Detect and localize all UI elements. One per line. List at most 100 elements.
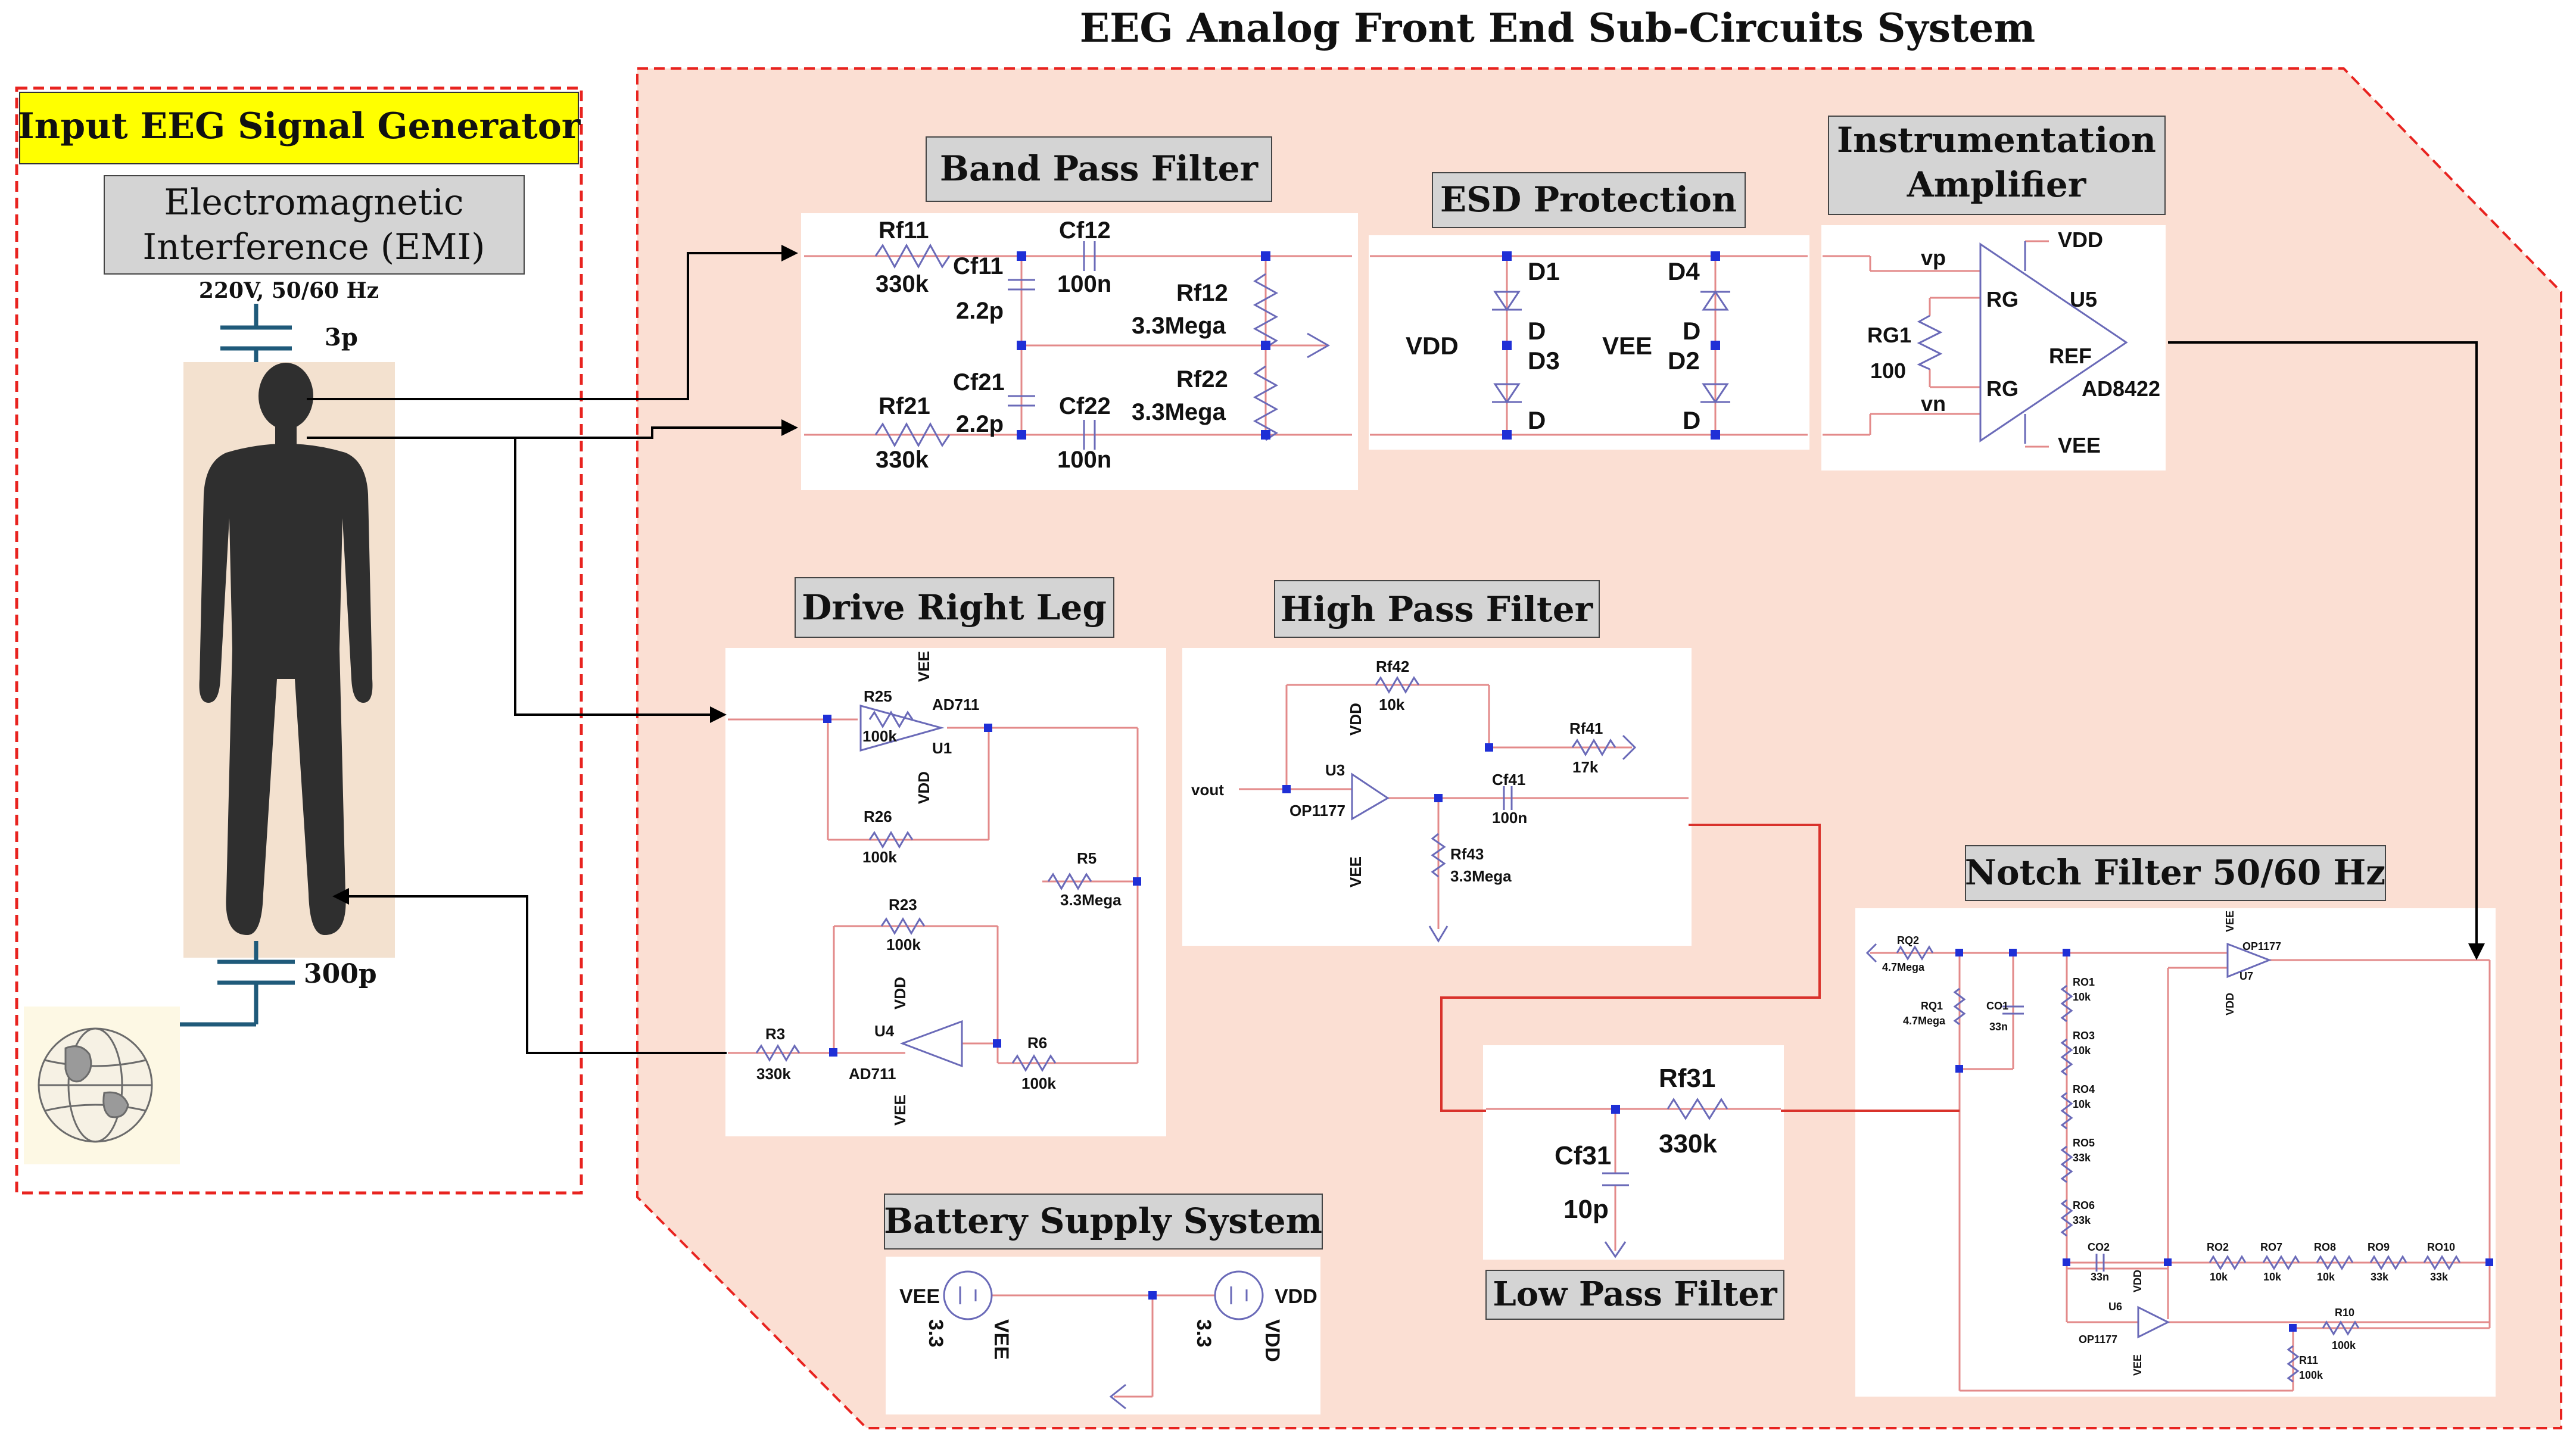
notch-label: 33k xyxy=(2430,1271,2449,1283)
drl-resistors xyxy=(755,711,1092,1072)
notch-label: RO5 xyxy=(2073,1137,2095,1149)
esd-label: D xyxy=(1683,317,1700,345)
inamp-label: VDD xyxy=(2058,228,2103,252)
hpf-title-box xyxy=(1274,580,1600,638)
bp-label: Rf12 xyxy=(1176,280,1228,306)
lpf-components xyxy=(1602,1098,1728,1258)
notch-circuit xyxy=(1855,908,2496,1397)
esd-title-box xyxy=(1432,172,1746,228)
drl-label: 100k xyxy=(862,848,897,866)
inamp-labels: vp vn RG1 100 RG RG REF U5 AD8422 VDD VE… xyxy=(1867,228,2160,457)
notch-label: U6 xyxy=(2108,1301,2122,1313)
lpf-label: Rf31 xyxy=(1659,1064,1715,1093)
notch-label: R11 xyxy=(2299,1354,2318,1366)
notch-nodes xyxy=(1955,949,2493,1332)
esd-circuit xyxy=(1369,235,1809,450)
inamp-label: RG xyxy=(1986,287,2019,311)
esd-nodes xyxy=(1502,251,1720,440)
drl-label: 3.3Mega xyxy=(1060,891,1122,909)
notch-label: RO4 xyxy=(2073,1083,2095,1095)
hpf-label: vout xyxy=(1191,781,1224,799)
emi-label-box xyxy=(104,175,525,275)
band-pass-labels: Rf11 330k Cf11 2.2p Cf12 100n Rf12 3.3Me… xyxy=(876,217,1228,473)
drl-label: 100k xyxy=(862,727,897,745)
esd-label: D xyxy=(1683,406,1700,434)
drl-label: 100k xyxy=(886,936,921,954)
notch-label: 33k xyxy=(2073,1214,2091,1226)
bp-label: 330k xyxy=(876,271,929,297)
bp-label: Rf21 xyxy=(879,393,930,419)
esd-label: D xyxy=(1528,406,1546,434)
notch-components xyxy=(1865,943,2461,1383)
notch-label: 33n xyxy=(1989,1021,2008,1033)
hpf-label: Rf41 xyxy=(1569,719,1603,737)
notch-title: Notch Filter 50/60 Hz xyxy=(1965,852,2385,893)
bp-label: 100n xyxy=(1057,447,1111,473)
band-pass-nodes xyxy=(1017,251,1270,440)
hpf-opamp-u3 xyxy=(1351,772,1390,821)
notch-label: CO1 xyxy=(1986,1000,2008,1012)
bp-label: 2.2p xyxy=(956,298,1004,324)
bp-label: 3.3Mega xyxy=(1132,399,1226,425)
drl-label: AD711 xyxy=(932,696,980,713)
inamp-label: vp xyxy=(1921,245,1946,270)
notch-label: 10k xyxy=(2263,1271,2282,1283)
battery-label: 3.3 xyxy=(1192,1319,1215,1347)
bp-label: 330k xyxy=(876,447,929,473)
drl-label: R25 xyxy=(864,687,892,705)
input-title: Input EEG Signal Generator xyxy=(18,105,581,147)
lpf-label: 330k xyxy=(1659,1129,1717,1158)
notch-label: RO7 xyxy=(2260,1241,2282,1253)
esd-label: D3 xyxy=(1528,347,1560,375)
lpf-circuit xyxy=(1483,1045,1784,1260)
notch-label: 10k xyxy=(2210,1271,2228,1283)
drl-label: VDD xyxy=(915,771,933,804)
mains-label: 220V, 50/60 Hz xyxy=(199,278,379,303)
notch-opamp-u6 xyxy=(2137,1305,2170,1339)
notch-label: 10k xyxy=(2073,1045,2091,1057)
cap-bottom-label: 300p xyxy=(304,959,377,989)
drl-opamp-u4 xyxy=(899,1020,963,1068)
battery-wires xyxy=(992,1294,1215,1398)
drl-circuit xyxy=(725,648,1166,1136)
battery-label: VEE xyxy=(990,1319,1013,1360)
battery-title-box xyxy=(884,1194,1323,1250)
notch-label: CO2 xyxy=(2088,1241,2110,1253)
bp-label: Rf11 xyxy=(879,217,929,244)
battery-labels: VEE 3.3 VEE 3.3 VDD VDD xyxy=(899,1285,1317,1362)
drl-label: R6 xyxy=(1027,1034,1047,1052)
band-pass-components xyxy=(874,241,1331,450)
hpf-label: U3 xyxy=(1325,761,1345,779)
drl-label: R5 xyxy=(1077,849,1097,867)
bp-label: 2.2p xyxy=(956,411,1004,437)
hpf-components xyxy=(1375,676,1637,943)
drl-label: VEE xyxy=(915,651,933,682)
notch-label: U7 xyxy=(2239,970,2253,982)
battery-title: Battery Supply System xyxy=(884,1201,1322,1241)
esd-label: VEE xyxy=(1602,332,1652,360)
inamp-label: VEE xyxy=(2058,433,2101,457)
notch-label: OP1177 xyxy=(2079,1333,2117,1345)
notch-label: RO9 xyxy=(2368,1241,2390,1253)
notch-title-box xyxy=(1965,845,2386,901)
bp-label: 3.3Mega xyxy=(1132,313,1226,339)
human-body-icon xyxy=(199,363,373,935)
inamp-label: vn xyxy=(1921,391,1946,416)
hpf-label: Cf41 xyxy=(1492,771,1525,789)
battery-label: 3.3 xyxy=(924,1319,947,1347)
drl-label: U4 xyxy=(874,1022,895,1040)
hpf-label: 100n xyxy=(1492,809,1527,827)
hpf-label: 10k xyxy=(1379,696,1405,713)
battery-sources xyxy=(943,1270,1264,1410)
notch-label: RO2 xyxy=(2207,1241,2229,1253)
bp-label: Cf21 xyxy=(953,369,1005,395)
notch-label: VDD xyxy=(2132,1270,2144,1292)
bp-label: Cf22 xyxy=(1059,393,1111,419)
lpf-label: 10p xyxy=(1563,1195,1609,1224)
drl-label: VDD xyxy=(891,977,909,1009)
hpf-label: 3.3Mega xyxy=(1450,867,1512,885)
lpf-title: Low Pass Filter xyxy=(1493,1275,1778,1314)
bp-label: 100n xyxy=(1057,271,1111,297)
battery-label: VDD xyxy=(1261,1319,1284,1362)
inamp-label: RG1 xyxy=(1867,323,1911,347)
